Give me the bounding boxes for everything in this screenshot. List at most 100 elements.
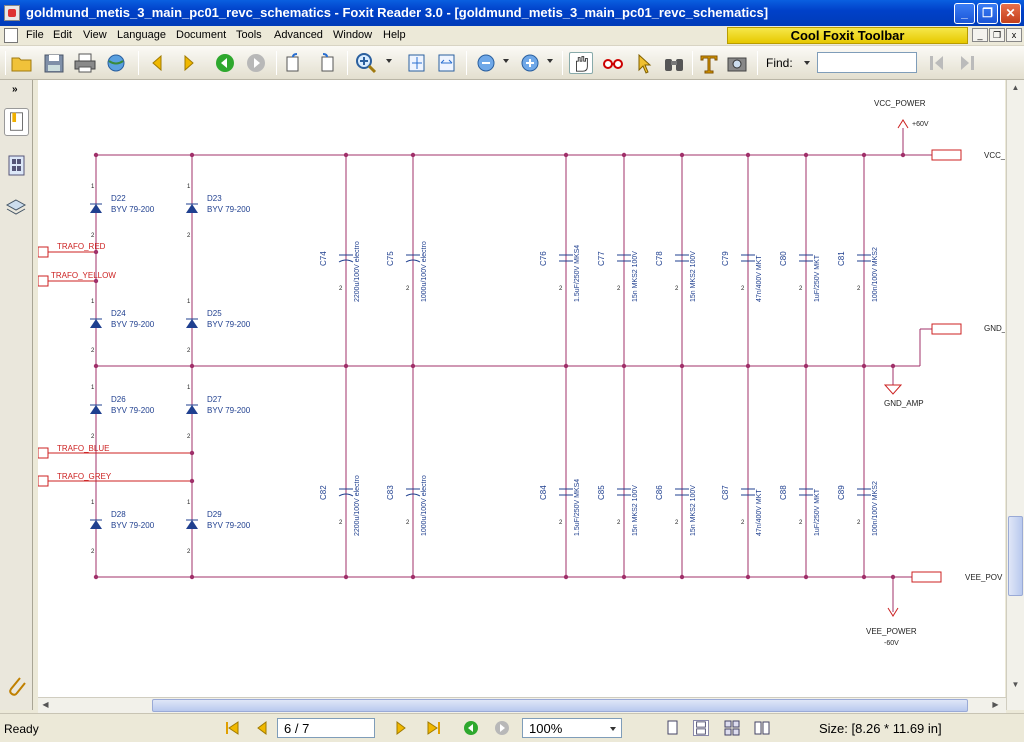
vertical-scrollbar[interactable]: ▲ ▼ [1006,80,1024,710]
zoom-in-icon[interactable] [354,52,378,74]
rotate-left-icon[interactable] [283,52,307,74]
save-icon[interactable] [42,52,66,74]
horizontal-scroll-thumb[interactable] [152,699,968,712]
select-arrow-icon[interactable] [632,52,656,74]
find-previous-icon[interactable] [925,52,949,74]
junction-dot [189,363,195,369]
zoom-out-icon[interactable] [474,52,498,74]
pin-number: 2 [857,286,861,292]
diode-symbol-icon [90,204,102,213]
doc-close-button[interactable]: x [1006,28,1022,42]
rotate-right-icon[interactable] [313,52,337,74]
fit-width-icon[interactable] [435,52,459,74]
bookmarks-icon[interactable] [4,108,29,136]
single-page-view-icon[interactable] [664,720,680,736]
title-bar: goldmund_metis_3_main_pc01_revc_schemati… [0,0,1024,26]
menu-edit[interactable]: Edit [53,29,72,41]
previous-page-icon[interactable] [146,52,170,74]
typewriter-icon[interactable] [697,52,721,74]
trafo-grey-label: TRAFO_GREY [57,472,112,481]
zoom-in-dropdown-icon[interactable] [386,59,392,63]
minimize-button[interactable]: _ [954,3,975,24]
trafo-connector [38,275,49,287]
facing-view-icon[interactable] [724,720,740,736]
go-forward-icon[interactable] [244,52,268,74]
next-page-status-icon[interactable] [393,720,409,736]
back-status-icon[interactable] [463,720,479,736]
junction-dot [745,152,751,158]
junction-dot [93,574,99,580]
horizontal-scrollbar[interactable]: ◀ ▶ [38,697,1006,713]
pin-number: 2 [187,348,191,354]
net-label-gnd-amp: GND_AMP [884,399,924,408]
open-folder-icon[interactable] [10,52,34,74]
email-globe-icon[interactable] [104,52,128,74]
attachments-paperclip-icon[interactable] [4,672,29,700]
restore-button[interactable]: ❐ [977,3,998,24]
layers-icon[interactable] [4,194,29,222]
doc-minimize-button[interactable]: _ [972,28,988,42]
next-page-icon[interactable] [176,52,200,74]
menu-tools[interactable]: Tools [236,29,262,41]
menu-document[interactable]: Document [176,29,227,41]
app-icon[interactable] [4,5,20,21]
electrolytic-plate [405,493,421,497]
pin-number: 2 [617,520,621,526]
document-icon[interactable] [4,28,18,43]
pages-thumbnails-icon[interactable] [4,152,29,180]
cool-foxit-toolbar-banner[interactable]: Cool Foxit Toolbar [727,27,968,44]
print-icon[interactable] [73,52,97,74]
fit-page-icon[interactable] [405,52,429,74]
doc-restore-button[interactable]: ❐ [989,28,1005,42]
last-page-icon[interactable] [426,720,442,736]
find-input[interactable] [817,52,917,73]
zoom-plus-icon[interactable] [518,52,542,74]
binoculars-icon[interactable] [662,52,686,74]
junction-dot [93,278,99,284]
scroll-up-icon[interactable]: ▲ [1011,83,1020,92]
capacitor-value: 1.5uF/250V MKS4 [574,479,581,536]
first-page-icon[interactable] [224,720,240,736]
menu-language[interactable]: Language [117,29,166,41]
scroll-right-icon[interactable]: ▶ [992,700,999,709]
scroll-left-icon[interactable]: ◀ [42,700,49,709]
net-label-vcc: VCC_ [984,151,1005,160]
forward-status-icon[interactable] [494,720,510,736]
menu-file[interactable]: File [26,29,44,41]
electrolytic-plate [338,259,354,263]
pin-number: 1 [91,500,95,506]
continuous-view-icon[interactable] [693,720,709,736]
zoom-level-select[interactable]: 100% [522,718,622,738]
hand-tool-icon[interactable] [569,52,593,74]
capacitor-ref: C83 [386,485,395,500]
capacitor-value: 100n/100V MKS2 [872,247,879,302]
vertical-scroll-thumb[interactable] [1008,516,1023,596]
diode-ref: D27 [207,395,222,404]
prev-page-status-icon[interactable] [254,720,270,736]
expand-panel-icon[interactable]: » [12,84,18,95]
continuous-facing-view-icon[interactable] [754,720,770,736]
menu-window[interactable]: Window [333,29,373,41]
zoom-plus-dropdown-icon[interactable] [547,59,553,63]
text-select-glasses-icon[interactable] [601,52,625,74]
menu-view[interactable]: View [83,29,107,41]
go-back-icon[interactable] [213,52,237,74]
junction-dot [803,574,809,580]
menu-help[interactable]: Help [383,29,406,41]
scroll-down-icon[interactable]: ▼ [1011,680,1020,689]
snapshot-camera-icon[interactable] [725,52,749,74]
find-options-dropdown-icon[interactable] [804,61,810,65]
find-next-icon[interactable] [955,52,979,74]
diode-value: BYV 79-200 [207,406,251,415]
junction-dot [861,152,867,158]
close-button[interactable]: ✕ [1000,3,1021,24]
navigation-panel: » [0,80,33,710]
page-number-input[interactable]: 6 / 7 [277,718,375,738]
menu-advanced[interactable]: Advanced [274,29,323,41]
zoom-out-dropdown-icon[interactable] [503,59,509,63]
junction-dot [803,363,809,369]
zoom-dropdown-icon[interactable] [610,727,616,731]
net-label-vee: VEE_POV [965,573,1003,582]
pin-number: 1 [187,500,191,506]
